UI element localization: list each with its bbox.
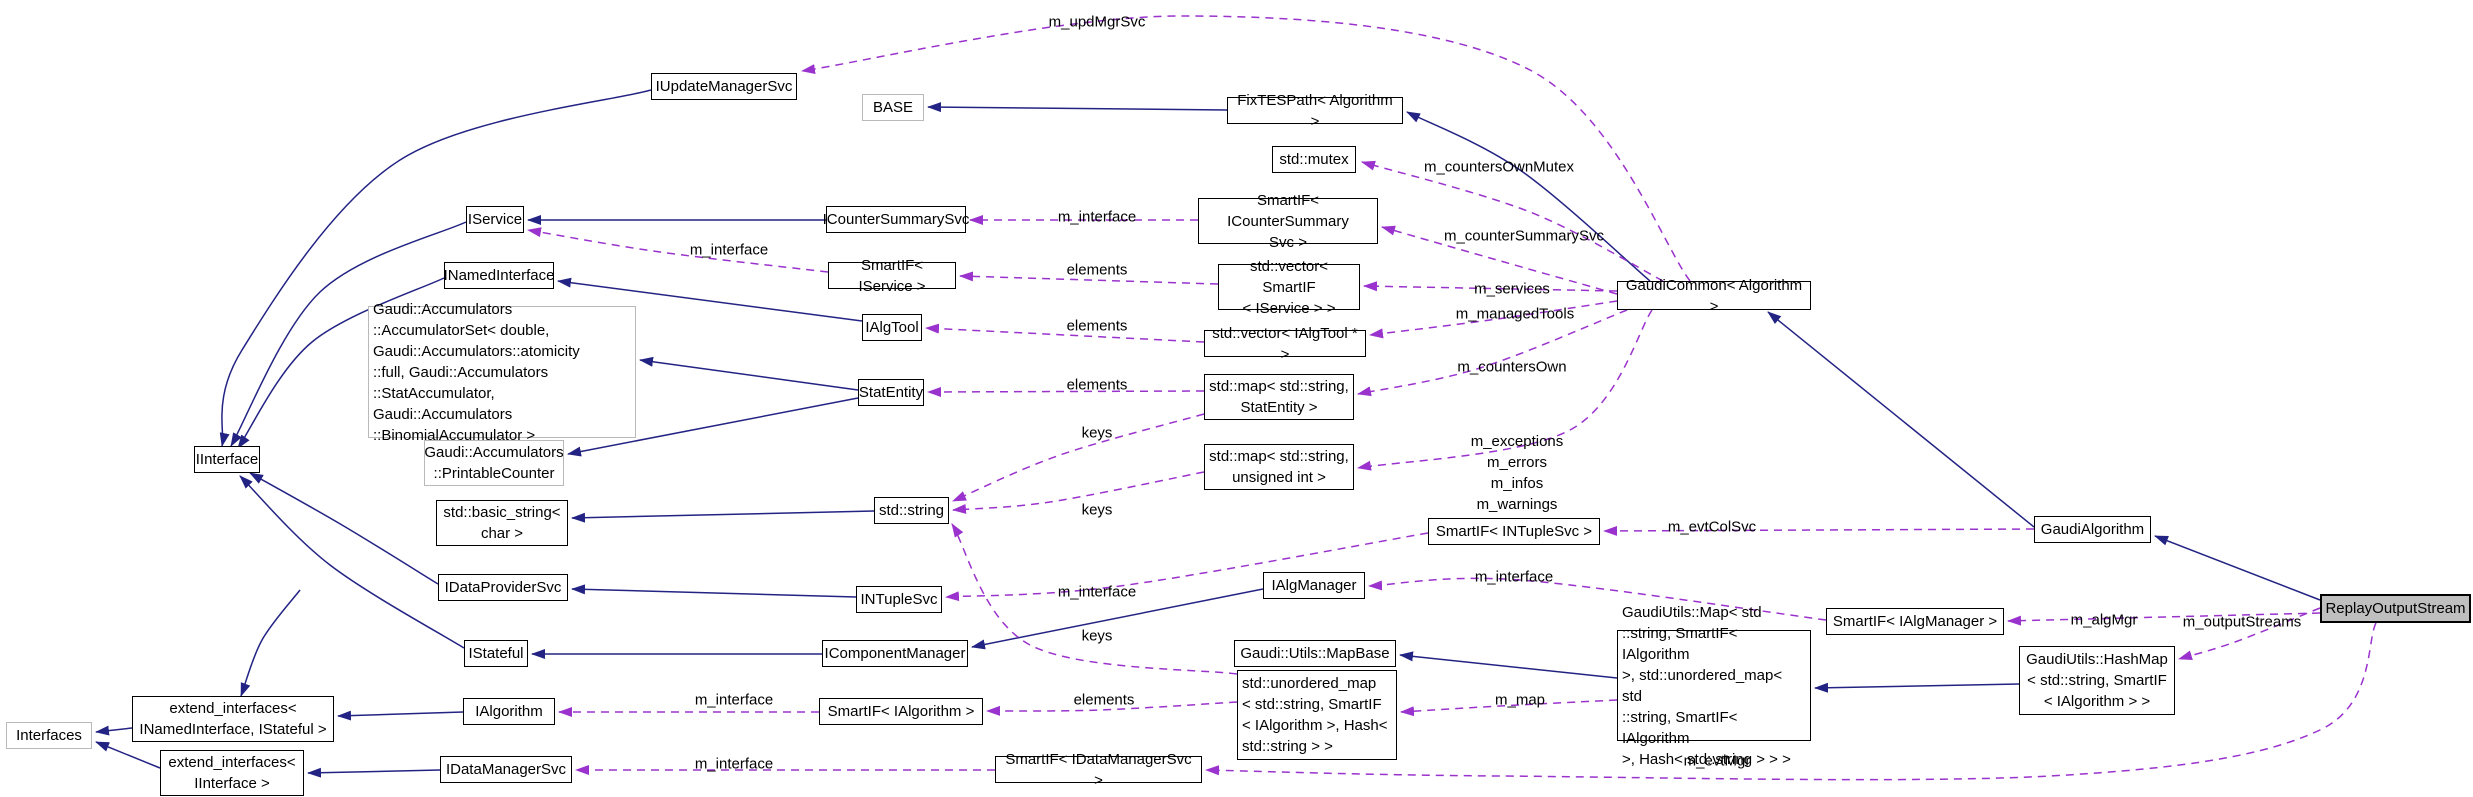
class-node-idatamanagersvc[interactable]: IDataManagerSvc xyxy=(440,756,572,783)
class-node-smartif-ialgorithm[interactable]: SmartIF< IAlgorithm > xyxy=(819,698,983,725)
class-node-stdstring[interactable]: std::string xyxy=(874,497,949,524)
usage-edge xyxy=(952,413,1205,502)
usage-edge xyxy=(2178,607,2321,661)
class-node-intuplesvc[interactable]: INTupleSvc xyxy=(856,586,942,613)
usage-edge xyxy=(1357,309,1628,397)
class-node-idataprovidersvc[interactable]: IDataProviderSvc xyxy=(438,574,568,601)
inheritance-edge xyxy=(1406,111,1651,282)
usage-edge xyxy=(945,532,1429,602)
class-node-extend-interfaces-inamed-istateful[interactable]: extend_interfaces< INamedInterface, ISta… xyxy=(132,696,334,742)
class-node-gaudicommon[interactable]: GaudiCommon< Algorithm > xyxy=(1617,277,1811,315)
inheritance-edge xyxy=(237,277,445,449)
inheritance-edge xyxy=(95,725,133,736)
inheritance-edge xyxy=(230,221,467,447)
usage-edge xyxy=(1603,525,2035,536)
class-node-gaudiutils-hashmap[interactable]: GaudiUtils::HashMap < std::string, Smart… xyxy=(2019,646,2175,715)
class-node-stdmutex[interactable]: std::mutex xyxy=(1272,146,1356,173)
class-node-smartif-iservice[interactable]: SmartIF< IService > xyxy=(828,257,956,295)
inheritance-edge xyxy=(337,710,464,721)
class-node-smartif-intuplesvc[interactable]: SmartIF< INTupleSvc > xyxy=(1428,518,1600,545)
inheritance-edge xyxy=(639,356,859,391)
class-node-vector-ialgtool[interactable]: std::vector< IAlgTool * > xyxy=(1204,325,1366,363)
class-node-basicstring[interactable]: std::basic_string< char > xyxy=(436,500,568,546)
class-node-accumulatorset: Gaudi::Accumulators ::AccumulatorSet< do… xyxy=(368,301,636,444)
usage-edge xyxy=(959,271,1219,285)
usage-edge xyxy=(951,523,1238,675)
class-node-iupdatemanagersvc[interactable]: IUpdateManagerSvc xyxy=(651,73,797,100)
usage-edge xyxy=(1363,281,1618,292)
usage-edge xyxy=(1369,300,1618,339)
usage-edge xyxy=(2007,612,2321,626)
class-node-inamedinterface[interactable]: INamedInterface xyxy=(444,262,554,289)
inheritance-edge xyxy=(971,588,1264,650)
inheritance-edge xyxy=(249,472,439,585)
usage-edge xyxy=(1361,160,1664,282)
inheritance-edge xyxy=(927,102,1228,113)
class-node-extend-interfaces-iinterface[interactable]: extend_interfaces< IInterface > xyxy=(160,750,304,796)
usage-edge xyxy=(527,227,829,273)
inheritance-edge xyxy=(567,397,859,457)
class-node-base: BASE xyxy=(862,94,924,121)
class-node-smartif-icountersummarysvc[interactable]: SmartIF< ICounterSummary Svc > xyxy=(1198,192,1378,251)
class-node-istateful[interactable]: IStateful xyxy=(464,640,528,667)
usage-edge xyxy=(952,471,1205,514)
class-node-fixtespath[interactable]: FixTESPath< Algorithm > xyxy=(1227,92,1403,130)
class-node-printablecounter: Gaudi::Accumulators ::PrintableCounter xyxy=(424,440,564,486)
usage-edge xyxy=(1357,309,1653,471)
usage-edge xyxy=(1205,622,2377,781)
class-node-ialgtool[interactable]: IAlgTool xyxy=(862,314,922,341)
usage-edge xyxy=(986,701,1238,716)
class-node-smartif-ialgmanager[interactable]: SmartIF< IAlgManager > xyxy=(1826,608,2004,635)
class-node-interfaces: Interfaces xyxy=(6,722,92,749)
class-node-icountersummarysvc[interactable]: ICounterSummarySvc xyxy=(823,206,969,233)
inheritance-edge xyxy=(307,767,441,778)
class-node-map-string-unsigned[interactable]: std::map< std::string, unsigned int > xyxy=(1204,444,1354,490)
class-node-ialgorithm[interactable]: IAlgorithm xyxy=(463,698,555,725)
inheritance-edge xyxy=(219,89,652,447)
usage-edge xyxy=(1381,225,1618,295)
class-node-mapbase[interactable]: Gaudi::Utils::MapBase xyxy=(1234,640,1396,667)
class-node-ialgmanager[interactable]: IAlgManager xyxy=(1263,572,1365,599)
class-node-icomponentmanager[interactable]: IComponentManager xyxy=(822,640,968,667)
inheritance-edge xyxy=(571,510,875,523)
class-node-unordered-map[interactable]: std::unordered_map < std::string, SmartI… xyxy=(1237,670,1397,760)
inheritance-edge xyxy=(2154,535,2321,601)
usage-edge xyxy=(801,15,1691,282)
inheritance-edge xyxy=(240,589,301,697)
inheritance-edge xyxy=(95,741,161,769)
class-node-replayoutputstream[interactable]: ReplayOutputStream xyxy=(2320,594,2471,623)
inheritance-edge xyxy=(1399,651,1618,679)
class-node-iservice[interactable]: IService xyxy=(466,206,524,233)
usage-edge xyxy=(925,323,1205,343)
inheritance-edge xyxy=(557,277,863,322)
inheritance-edge xyxy=(1767,311,2035,528)
usage-edge xyxy=(1368,577,1827,621)
usage-edge xyxy=(927,386,1205,397)
class-node-map-string-statentity[interactable]: std::map< std::string, StatEntity > xyxy=(1204,374,1354,420)
usage-edge xyxy=(1400,699,1618,717)
inheritance-edge xyxy=(1814,682,2020,693)
class-node-iinterface[interactable]: IInterface xyxy=(194,446,260,473)
class-node-gaudiutils-map[interactable]: GaudiUtils::Map< std ::string, SmartIF< … xyxy=(1617,604,1811,768)
class-node-vector-smartif-iservice[interactable]: std::vector< SmartIF < IService > > xyxy=(1218,258,1360,317)
class-node-gaudialgorithm[interactable]: GaudiAlgorithm xyxy=(2034,516,2151,543)
inheritance-edge xyxy=(571,584,857,598)
inheritance-edge xyxy=(239,475,465,649)
class-node-statentity[interactable]: StatEntity xyxy=(858,379,924,406)
class-node-smartif-idatamanagersvc[interactable]: SmartIF< IDataManagerSvc > xyxy=(995,751,1202,789)
